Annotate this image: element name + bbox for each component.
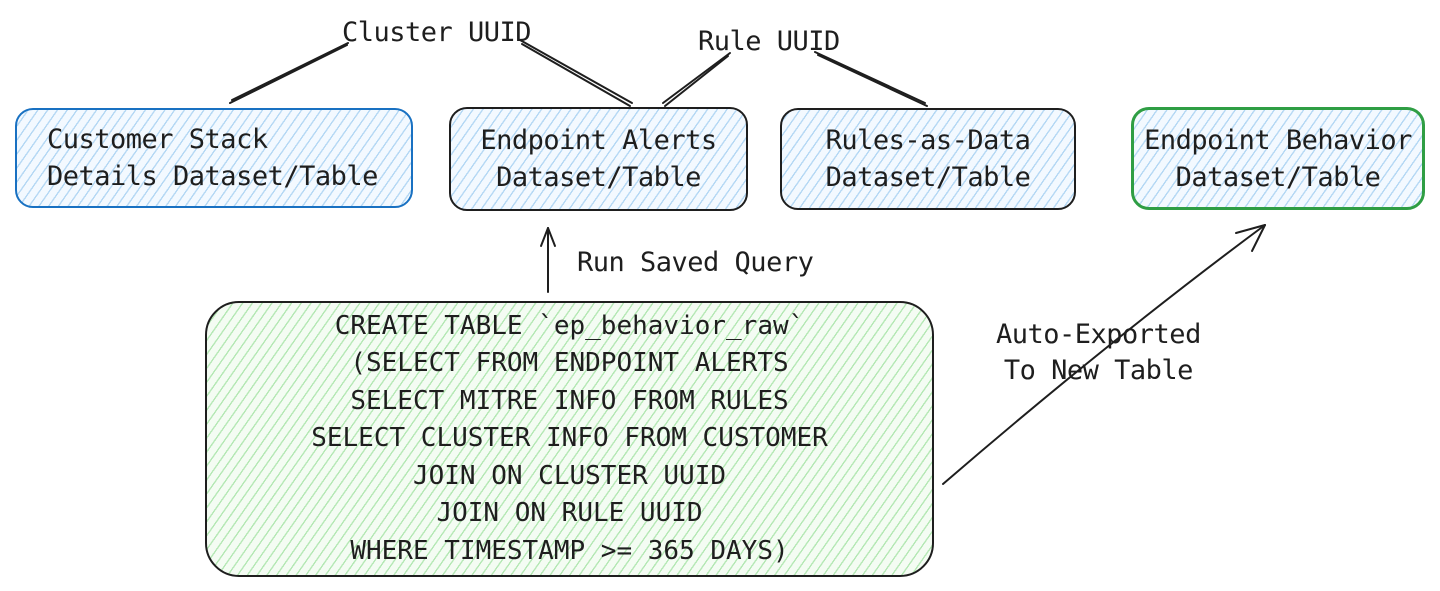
- rule-uuid-connector-rules-2: [817, 54, 928, 107]
- rules-as-data-node[interactable]: Rules-as-Data Dataset/Table: [780, 108, 1076, 210]
- query-line-5: JOIN ON CLUSTER UUID: [412, 460, 727, 491]
- auto-exported-line-1: Auto-Exported: [996, 319, 1201, 350]
- auto-exported-line-2: To New Table: [1003, 355, 1194, 386]
- customer-node-line-2: Details Dataset/Table: [47, 161, 378, 192]
- cluster-uuid-connector-alerts: [519, 39, 633, 104]
- query-line-2: (SELECT FROM ENDPOINT ALERTS: [350, 348, 789, 379]
- saved-query-node[interactable]: CREATE TABLE `ep_behavior_raw` (SELECT F…: [205, 301, 934, 577]
- customer-node-line-1: Customer Stack: [47, 124, 268, 155]
- query-line-3: SELECT MITRE INFO FROM RULES: [350, 385, 789, 416]
- rule-uuid-connector-rules: [814, 51, 926, 104]
- rules-node-line-1: Rules-as-Data: [825, 125, 1031, 156]
- rule-uuid-connector-alerts: [662, 52, 731, 104]
- query-line-4: SELECT CLUSTER INFO FROM CUSTOMER: [311, 423, 828, 454]
- cluster-uuid-connector-customer-2: [229, 44, 348, 104]
- arrow-up-right-icon: [942, 224, 1266, 485]
- query-line-7: WHERE TIMESTAMP >= 365 DAYS): [350, 535, 789, 566]
- cluster-uuid-label: Cluster UUID: [342, 17, 532, 48]
- customer-stack-details-node[interactable]: Customer Stack Details Dataset/Table: [15, 108, 413, 208]
- rule-uuid-connector-alerts-2: [664, 55, 729, 107]
- alerts-node-line-1: Endpoint Alerts: [480, 125, 717, 156]
- query-line-6: JOIN ON RULE UUID: [436, 498, 703, 529]
- arrow-up-icon: [540, 227, 556, 293]
- cluster-uuid-connector-customer: [231, 42, 349, 101]
- behavior-node-line-1: Endpoint Behavior: [1144, 124, 1412, 156]
- query-line-1: CREATE TABLE `ep_behavior_raw`: [334, 310, 805, 341]
- behavior-node-line-2: Dataset/Table: [1175, 161, 1381, 193]
- endpoint-behavior-node[interactable]: Endpoint Behavior Dataset/Table: [1131, 107, 1425, 210]
- run-saved-query-label: Run Saved Query: [577, 247, 814, 278]
- alerts-node-line-2: Dataset/Table: [496, 162, 701, 193]
- rule-uuid-label: Rule UUID: [698, 26, 840, 57]
- cluster-uuid-connector-alerts-2: [521, 43, 631, 107]
- endpoint-alerts-node[interactable]: Endpoint Alerts Dataset/Table: [449, 107, 748, 211]
- rules-node-line-2: Dataset/Table: [825, 162, 1031, 193]
- auto-exported-label: Auto-Exported To New Table: [996, 317, 1201, 389]
